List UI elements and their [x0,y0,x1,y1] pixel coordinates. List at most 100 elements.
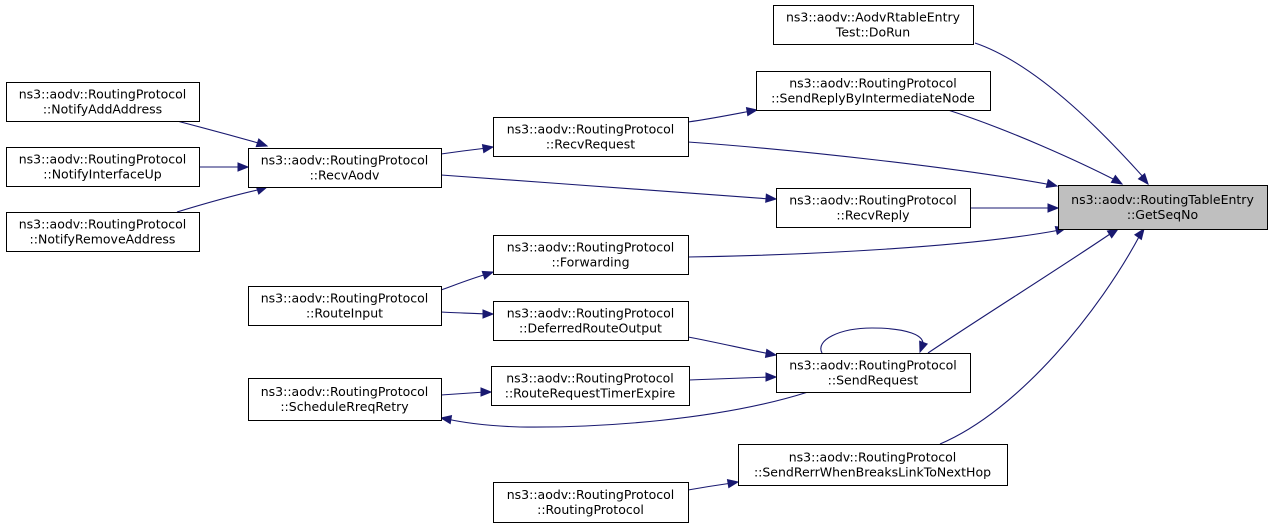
node-schedule-rreq-retry[interactable]: ns3::aodv::RoutingProtocol::ScheduleRreq… [248,378,442,421]
node-box [248,378,442,421]
edge-forwarding-to-get-seq-no [687,225,1068,258]
edge-line [687,110,752,123]
node-label-line: ::RecvRequest [546,137,635,152]
node-label-line: ns3::aodv::RoutingProtocol [789,450,957,465]
node-label-line: ns3::aodv::RoutingProtocol [789,358,957,373]
node-box [776,353,971,393]
arrow-head [919,340,929,354]
node-box [756,71,991,111]
arrow-head [439,415,453,425]
edge-line [687,229,1061,258]
node-route-input[interactable]: ns3::aodv::RoutingProtocol::RouteInput [248,286,442,326]
arrow-head [1137,172,1149,186]
node-send-rerr-when-breaks-link[interactable]: ns3::aodv::RoutingProtocol::SendRerrWhen… [738,444,1008,486]
edge-line [440,311,488,315]
node-label-line: Test::DoRun [835,25,910,40]
edge-line [176,188,263,213]
node-forwarding[interactable]: ns3::aodv::RoutingProtocol::Forwarding [493,235,689,275]
node-notify-interface-up[interactable]: ns3::aodv::RoutingProtocol::NotifyInterf… [6,147,200,187]
node-get-seq-no[interactable]: ns3::aodv::RoutingTableEntry::GetSeqNo [1058,185,1268,230]
node-box [6,82,200,122]
edge-send-request-to-send-request [820,327,929,354]
edge-recv-aodv-to-recv-reply [440,174,778,203]
edge-recv-reply-to-get-seq-no [970,203,1060,213]
edge-recv-request-to-get-seq-no [687,141,1059,189]
node-label-line: ns3::aodv::RoutingTableEntry [1071,192,1254,207]
node-routing-protocol-ctor[interactable]: ns3::aodv::RoutingProtocol::RoutingProto… [493,482,689,523]
node-label-line: ::Forwarding [551,255,629,270]
arrow-head [726,479,740,489]
arrow-head [765,372,778,382]
node-box [493,117,689,157]
edge-line [947,109,1118,182]
node-box [776,188,971,228]
node-label-line: ::RouteInput [306,306,383,321]
edge-line [974,42,1146,180]
node-box [248,286,442,326]
arrow-head [1045,178,1059,189]
node-notify-add-address[interactable]: ns3::aodv::RoutingProtocol::NotifyAddAdd… [6,82,200,122]
node-label-line: ::NotifyAddAddress [43,102,162,117]
node-deferred-route-output[interactable]: ns3::aodv::RoutingProtocol::DeferredRout… [493,301,689,341]
edge-line [687,141,1053,186]
node-route-request-timer-expire[interactable]: ns3::aodv::RoutingProtocol::RouteRequest… [491,366,690,406]
node-box [6,212,200,252]
edge-route-request-timer-expire-to-send-request [688,372,778,382]
edge-line [176,120,263,145]
edge-route-input-to-forwarding [440,270,495,291]
node-recv-reply[interactable]: ns3::aodv::RoutingProtocol::RecvReply [776,188,971,228]
edge-recv-request-to-send-reply-by-intermediate-node [687,107,759,123]
edge-send-rerr-when-breaks-link-to-get-seq-no [939,227,1145,445]
arrow-head [1106,228,1120,239]
edge-aodv-rtable-entry-test-dorun-to-get-seq-no [974,42,1149,186]
node-recv-aodv[interactable]: ns3::aodv::RoutingProtocol::RecvAodv [248,148,442,188]
arrow-head [481,144,495,154]
arrow-head [480,387,493,397]
node-send-reply-by-intermediate-node[interactable]: ns3::aodv::RoutingProtocol::SendReplyByI… [756,71,991,111]
node-label-line: ns3::aodv::RoutingProtocol [506,371,674,386]
edge-line [687,482,733,491]
node-label-line: ::RoutingProtocol [537,502,644,517]
node-label-line: ns3::aodv::RoutingProtocol [19,87,187,102]
arrow-head [255,138,269,148]
node-recv-request[interactable]: ns3::aodv::RoutingProtocol::RecvRequest [493,117,689,157]
edge-line [440,391,486,396]
node-label-line: ::RecvAodv [310,168,380,183]
node-label-line: ns3::aodv::RoutingProtocol [789,193,957,208]
node-label-line: ns3::aodv::RoutingProtocol [507,306,675,321]
node-label-line: ::SendReplyByIntermediateNode [771,91,975,106]
edge-routing-protocol-ctor-to-send-rerr-when-breaks-link [687,479,740,491]
arrow-head [237,162,250,172]
node-label-line: ::NotifyInterfaceUp [43,167,161,182]
arrow-head [1133,227,1145,241]
node-label-line: ::NotifyRemoveAddress [30,232,176,247]
node-notify-remove-address[interactable]: ns3::aodv::RoutingProtocol::NotifyRemove… [6,212,200,252]
node-label-line: ns3::aodv::RoutingProtocol [19,152,187,167]
node-label-line: ns3::aodv::RoutingProtocol [507,122,675,137]
edge-send-reply-by-intermediate-node-to-get-seq-no [947,109,1124,185]
node-box [493,235,689,275]
arrow-head [481,270,495,280]
node-box [493,482,689,523]
arrow-head [765,193,778,203]
arrow-head [764,348,778,358]
node-send-request[interactable]: ns3::aodv::RoutingProtocol::SendRequest [776,353,971,393]
node-label-line: ns3::aodv::RoutingProtocol [261,384,429,399]
node-label-line: ::SendRerrWhenBreaksLinkToNextHop [754,465,991,480]
node-label-line: ::SendRequest [828,373,919,388]
arrow-head [745,107,759,117]
node-label-line: ns3::aodv::RoutingProtocol [789,76,957,91]
node-label-line: ns3::aodv::RoutingProtocol [19,217,187,232]
edge-line [688,376,771,381]
edge-line [927,231,1114,354]
edge-schedule-rreq-retry-to-route-request-timer-expire [440,387,493,397]
edge-deferred-route-output-to-send-request [687,336,778,358]
node-box [248,148,442,188]
edge-line [939,234,1141,445]
edge-notify-remove-address-to-recv-aodv [176,185,269,213]
edge-layer [176,42,1149,491]
node-label-line: ns3::aodv::RoutingProtocol [261,291,429,306]
node-label-line: ::RecvReply [836,208,910,223]
